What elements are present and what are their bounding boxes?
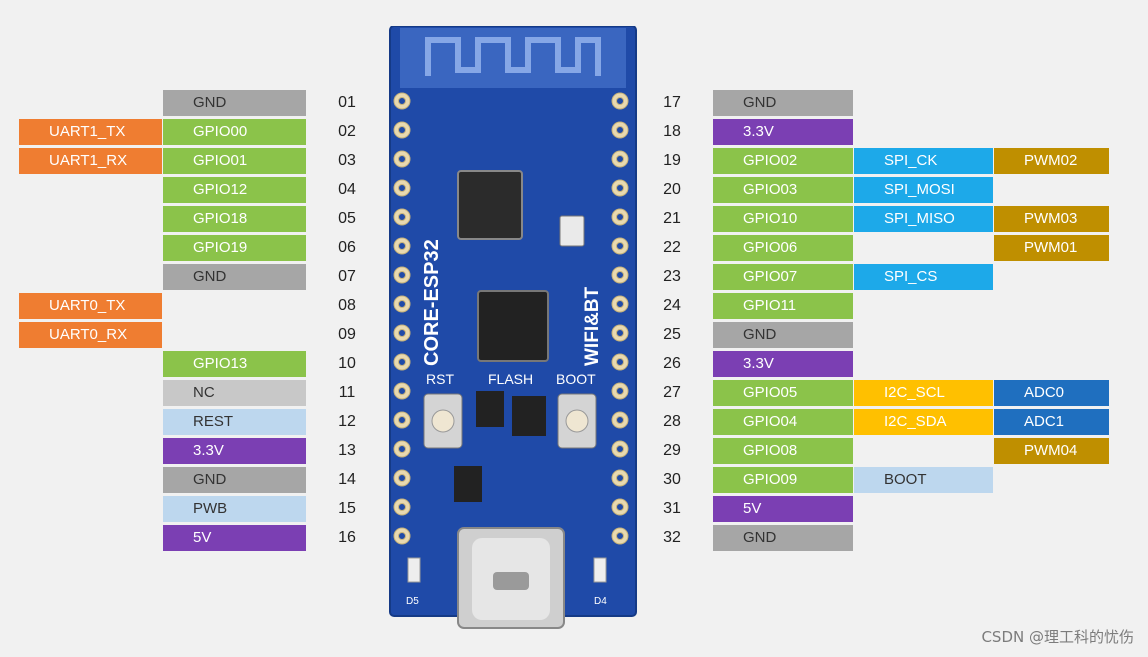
left-castellation	[393, 92, 411, 545]
pin-label-16: 5V	[163, 525, 306, 551]
pin-label-28: GPIO04	[713, 409, 853, 435]
pin-number-10: 10	[338, 355, 356, 372]
pin-label-03: GPIO01	[163, 148, 306, 174]
pin-label-14: GND	[163, 467, 306, 493]
uart-label-03: UART1_RX	[19, 148, 162, 174]
pin-number-11: 11	[338, 384, 356, 401]
func1-label-27: I2C_SCL	[854, 380, 993, 406]
right-castellation	[611, 92, 629, 545]
pin-number-25: 25	[663, 326, 681, 343]
esp32-board: CORE-ESP32 WIFI&BT RST FLASH BOOT D5 D4	[389, 26, 637, 629]
pin-label-15: PWB	[163, 496, 306, 522]
func1-label-21: SPI_MISO	[854, 206, 993, 232]
func2-label-27: ADC0	[994, 380, 1109, 406]
pin-number-07: 07	[338, 268, 356, 285]
uart-label-08: UART0_TX	[19, 293, 162, 319]
pin-number-03: 03	[338, 152, 356, 169]
pin-number-18: 18	[663, 123, 681, 140]
pin-number-06: 06	[338, 239, 356, 256]
uart-label-02: UART1_TX	[19, 119, 162, 145]
pin-label-01: GND	[163, 90, 306, 116]
pin-label-04: GPIO12	[163, 177, 306, 203]
pin-number-31: 31	[663, 500, 681, 517]
func2-label-28: ADC1	[994, 409, 1109, 435]
pin-label-12: REST	[163, 409, 306, 435]
func2-label-29: PWM04	[994, 438, 1109, 464]
pin-label-32: GND	[713, 525, 853, 551]
pin-label-18: 3.3V	[713, 119, 853, 145]
func2-label-19: PWM02	[994, 148, 1109, 174]
pin-label-10: GPIO13	[163, 351, 306, 377]
pin-number-29: 29	[663, 442, 681, 459]
pin-label-20: GPIO03	[713, 177, 853, 203]
rst-label: RST	[426, 371, 454, 387]
boot-label: BOOT	[556, 371, 596, 387]
pin-number-24: 24	[663, 297, 681, 314]
flash-chip	[477, 290, 549, 362]
flash-label: FLASH	[488, 371, 533, 387]
crystal	[559, 215, 585, 247]
pin-number-14: 14	[338, 471, 356, 488]
pin-number-23: 23	[663, 268, 681, 285]
pin-number-27: 27	[663, 384, 681, 401]
pin-label-24: GPIO11	[713, 293, 853, 319]
pin-number-09: 09	[338, 326, 356, 343]
watermark: CSDN @理工科的忧伤	[981, 628, 1134, 646]
pin-number-21: 21	[663, 210, 681, 227]
pin-label-02: GPIO00	[163, 119, 306, 145]
uart-label-09: UART0_RX	[19, 322, 162, 348]
pin-label-27: GPIO05	[713, 380, 853, 406]
pin-label-13: 3.3V	[163, 438, 306, 464]
pin-number-22: 22	[663, 239, 681, 256]
led-d5-label: D5	[406, 596, 419, 607]
func1-label-20: SPI_MOSI	[854, 177, 993, 203]
pin-number-19: 19	[663, 152, 681, 169]
pin-label-05: GPIO18	[163, 206, 306, 232]
pin-number-26: 26	[663, 355, 681, 372]
pin-number-04: 04	[338, 181, 356, 198]
pin-label-22: GPIO06	[713, 235, 853, 261]
pin-number-01: 01	[338, 94, 356, 111]
wifi-label: WIFI&BT	[582, 286, 603, 366]
pin-number-30: 30	[663, 471, 681, 488]
pin-label-17: GND	[713, 90, 853, 116]
pin-number-08: 08	[338, 297, 356, 314]
pin-number-16: 16	[338, 529, 356, 546]
pin-label-19: GPIO02	[713, 148, 853, 174]
pin-number-20: 20	[663, 181, 681, 198]
pin-label-25: GND	[713, 322, 853, 348]
pin-label-26: 3.3V	[713, 351, 853, 377]
pin-number-28: 28	[663, 413, 681, 430]
func1-label-30: BOOT	[854, 467, 993, 493]
pin-label-11: NC	[163, 380, 306, 406]
pin-label-23: GPIO07	[713, 264, 853, 290]
pin-label-30: GPIO09	[713, 467, 853, 493]
pin-label-07: GND	[163, 264, 306, 290]
pin-number-13: 13	[338, 442, 356, 459]
pin-number-15: 15	[338, 500, 356, 517]
pin-number-05: 05	[338, 210, 356, 227]
pin-label-31: 5V	[713, 496, 853, 522]
pin-number-02: 02	[338, 123, 356, 140]
pin-label-21: GPIO10	[713, 206, 853, 232]
antenna-trace	[425, 37, 601, 76]
func1-label-28: I2C_SDA	[854, 409, 993, 435]
pin-number-12: 12	[338, 413, 356, 430]
func2-label-21: PWM03	[994, 206, 1109, 232]
pin-number-32: 32	[663, 529, 681, 546]
pin-label-29: GPIO08	[713, 438, 853, 464]
pin-number-17: 17	[663, 94, 681, 111]
chip-label: CORE-ESP32	[421, 239, 443, 366]
func1-label-19: SPI_CK	[854, 148, 993, 174]
func2-label-22: PWM01	[994, 235, 1109, 261]
func1-label-23: SPI_CS	[854, 264, 993, 290]
pin-label-06: GPIO19	[163, 235, 306, 261]
led-d4-label: D4	[594, 596, 607, 607]
esp32-chip	[457, 170, 523, 240]
